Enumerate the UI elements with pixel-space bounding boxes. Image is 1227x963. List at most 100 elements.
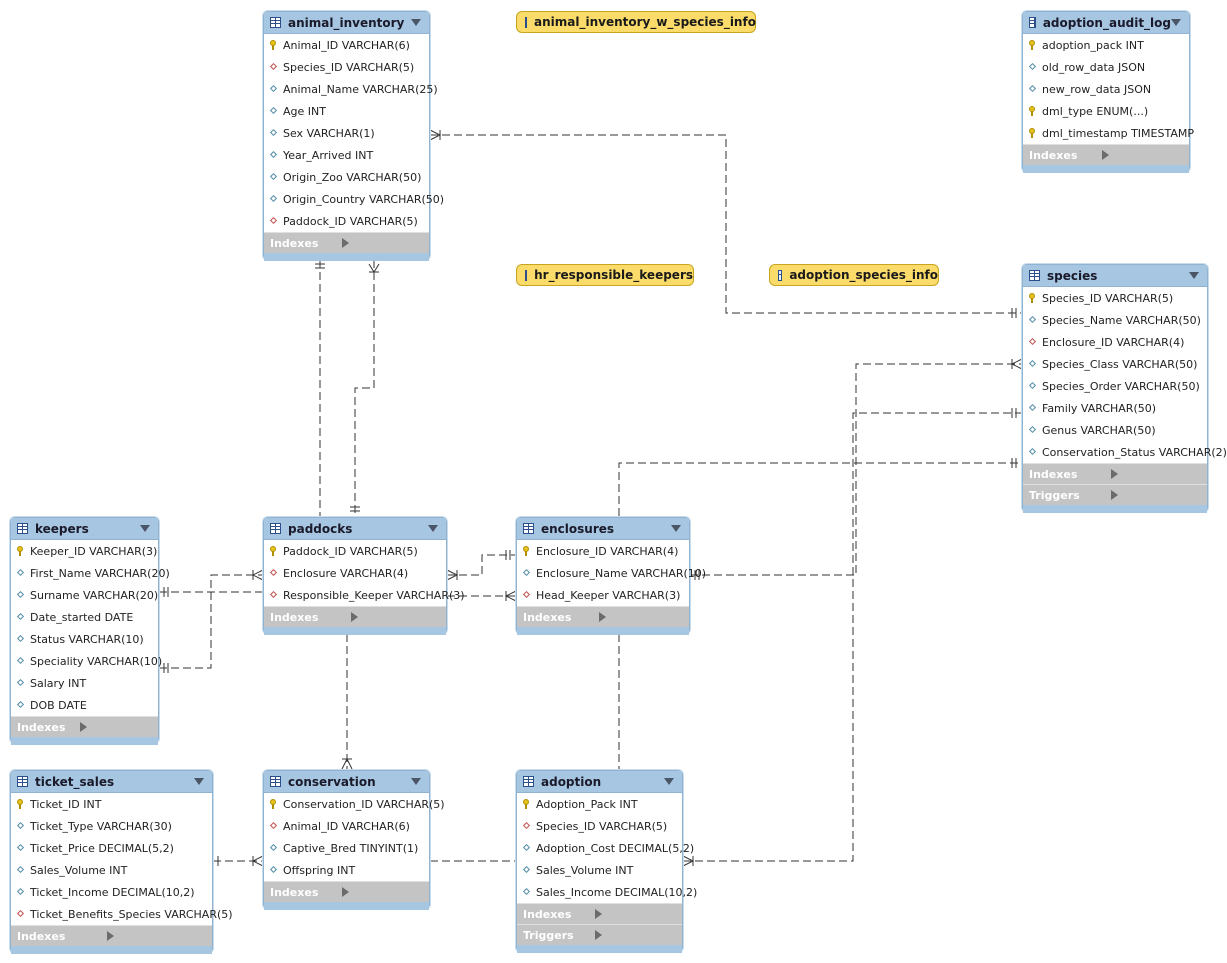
column-row[interactable]: Ticket_Income DECIMAL(10,2) xyxy=(11,881,212,903)
column-row[interactable]: Adoption_Pack INT xyxy=(517,793,682,815)
column-row[interactable]: Sales_Volume INT xyxy=(11,859,212,881)
column-row[interactable]: Enclosure_Name VARCHAR(10) xyxy=(517,562,706,584)
table-adoption[interactable]: adoption Adoption_Pack INT Species_ID VA… xyxy=(516,770,697,953)
column-row[interactable]: Origin_Country VARCHAR(50) xyxy=(264,188,444,210)
collapse-arrow-icon[interactable] xyxy=(1189,272,1199,279)
column-row[interactable]: Conservation_Status VARCHAR(2) xyxy=(1023,441,1227,463)
column-row[interactable]: Offspring INT xyxy=(264,859,429,881)
collapse-arrow-icon[interactable] xyxy=(411,778,421,785)
indexes-section[interactable]: Indexes xyxy=(517,903,682,924)
column-row[interactable]: Paddock_ID VARCHAR(5) xyxy=(264,540,446,562)
collapse-arrow-icon[interactable] xyxy=(664,778,674,785)
expand-arrow-icon[interactable] xyxy=(80,722,150,732)
table-header[interactable]: ticket_sales xyxy=(11,771,212,793)
column-row[interactable]: Enclosure VARCHAR(4) xyxy=(264,562,446,584)
indexes-section[interactable]: Indexes xyxy=(517,606,689,627)
column-row[interactable]: Conservation_ID VARCHAR(5) xyxy=(264,793,445,815)
collapse-arrow-icon[interactable] xyxy=(194,778,204,785)
triggers-section[interactable]: Triggers xyxy=(517,924,682,945)
table-header[interactable]: adoption_audit_log xyxy=(1023,12,1189,34)
expand-arrow-icon[interactable] xyxy=(342,238,421,248)
expand-arrow-icon[interactable] xyxy=(598,612,682,622)
column-row[interactable]: Adoption_Cost DECIMAL(5,2) xyxy=(517,837,694,859)
column-row[interactable]: Animal_ID VARCHAR(6) xyxy=(264,34,429,56)
column-row[interactable]: Genus VARCHAR(50) xyxy=(1023,419,1207,441)
table-adoption-audit-log[interactable]: adoption_audit_log adoption_pack INT old… xyxy=(1022,11,1194,173)
triggers-section[interactable]: Triggers xyxy=(1023,484,1207,505)
column-row[interactable]: Captive_Bred TINYINT(1) xyxy=(264,837,429,859)
expand-arrow-icon[interactable] xyxy=(107,931,204,941)
table-animal-inventory[interactable]: animal_inventory Animal_ID VARCHAR(6) Sp… xyxy=(263,11,444,261)
column-row[interactable]: Keeper_ID VARCHAR(3) xyxy=(11,540,158,562)
column-row[interactable]: Species_Name VARCHAR(50) xyxy=(1023,309,1207,331)
column-row[interactable]: Family VARCHAR(50) xyxy=(1023,397,1207,419)
view-animal-inventory-w-species-info[interactable]: animal_inventory_w_species_info xyxy=(516,11,756,33)
column-row[interactable]: dml_type ENUM(...) xyxy=(1023,100,1189,122)
indexes-section[interactable]: Indexes xyxy=(264,232,429,253)
column-row[interactable]: Sales_Volume INT xyxy=(517,859,682,881)
view-hr-responsible-keepers[interactable]: hr_responsible_keepers xyxy=(516,264,694,286)
column-row[interactable]: Age INT xyxy=(264,100,429,122)
table-paddocks[interactable]: paddocks Paddock_ID VARCHAR(5) Enclosure… xyxy=(263,517,465,635)
indexes-section[interactable]: Indexes xyxy=(11,925,212,946)
column-row[interactable]: Surname VARCHAR(20) xyxy=(11,584,158,606)
collapse-arrow-icon[interactable] xyxy=(411,19,421,26)
indexes-section[interactable]: Indexes xyxy=(264,881,429,902)
column-row[interactable]: Ticket_Type VARCHAR(30) xyxy=(11,815,212,837)
column-row[interactable]: Species_Class VARCHAR(50) xyxy=(1023,353,1207,375)
column-row[interactable]: Animal_Name VARCHAR(25) xyxy=(264,78,438,100)
column-row[interactable]: Ticket_Benefits_Species VARCHAR(5) xyxy=(11,903,233,925)
table-header[interactable]: keepers xyxy=(11,518,158,540)
column-row[interactable]: new_row_data JSON xyxy=(1023,78,1189,100)
column-row[interactable]: DOB DATE xyxy=(11,694,158,716)
column-row[interactable]: Species_ID VARCHAR(5) xyxy=(517,815,682,837)
indexes-section[interactable]: Indexes xyxy=(11,716,158,737)
column-row[interactable]: Salary INT xyxy=(11,672,158,694)
column-row[interactable]: Date_started DATE xyxy=(11,606,158,628)
view-adoption-species-info[interactable]: adoption_species_info xyxy=(769,264,939,286)
column-row[interactable]: dml_timestamp TIMESTAMP xyxy=(1023,122,1194,144)
expand-arrow-icon[interactable] xyxy=(595,930,674,940)
column-row[interactable]: Enclosure_ID VARCHAR(4) xyxy=(1023,331,1207,353)
expand-arrow-icon[interactable] xyxy=(1110,490,1200,500)
table-ticket-sales[interactable]: ticket_sales Ticket_ID INT Ticket_Type V… xyxy=(10,770,233,954)
indexes-section[interactable]: Indexes xyxy=(264,606,446,627)
collapse-arrow-icon[interactable] xyxy=(428,525,438,532)
column-row[interactable]: Year_Arrived INT xyxy=(264,144,429,166)
expand-arrow-icon[interactable] xyxy=(350,612,439,622)
column-row[interactable]: Species_ID VARCHAR(5) xyxy=(264,56,429,78)
table-header[interactable]: species xyxy=(1023,265,1207,287)
column-row[interactable]: Paddock_ID VARCHAR(5) xyxy=(264,210,429,232)
column-row[interactable]: Sales_Income DECIMAL(10,2) xyxy=(517,881,697,903)
column-row[interactable]: Sex VARCHAR(1) xyxy=(264,122,429,144)
table-enclosures[interactable]: enclosures Enclosure_ID VARCHAR(4) Enclo… xyxy=(516,517,706,635)
table-species[interactable]: species Species_ID VARCHAR(5) Species_Na… xyxy=(1022,264,1227,513)
column-row[interactable]: Ticket_ID INT xyxy=(11,793,212,815)
column-row[interactable]: Animal_ID VARCHAR(6) xyxy=(264,815,429,837)
table-header[interactable]: conservation xyxy=(264,771,429,793)
indexes-section[interactable]: Indexes xyxy=(1023,144,1189,165)
column-row[interactable]: old_row_data JSON xyxy=(1023,56,1189,78)
column-row[interactable]: adoption_pack INT xyxy=(1023,34,1189,56)
column-row[interactable]: Status VARCHAR(10) xyxy=(11,628,158,650)
collapse-arrow-icon[interactable] xyxy=(1171,19,1181,26)
column-row[interactable]: Responsible_Keeper VARCHAR(3) xyxy=(264,584,465,606)
table-conservation[interactable]: conservation Conservation_ID VARCHAR(5) … xyxy=(263,770,445,910)
collapse-arrow-icon[interactable] xyxy=(140,525,150,532)
indexes-section[interactable]: Indexes xyxy=(1023,463,1207,484)
column-row[interactable]: Ticket_Price DECIMAL(5,2) xyxy=(11,837,212,859)
expand-arrow-icon[interactable] xyxy=(342,887,421,897)
column-row[interactable]: Species_Order VARCHAR(50) xyxy=(1023,375,1207,397)
expand-arrow-icon[interactable] xyxy=(1101,150,1182,160)
column-row[interactable]: First_Name VARCHAR(20) xyxy=(11,562,170,584)
column-row[interactable]: Enclosure_ID VARCHAR(4) xyxy=(517,540,689,562)
table-header[interactable]: paddocks xyxy=(264,518,446,540)
column-row[interactable]: Origin_Zoo VARCHAR(50) xyxy=(264,166,429,188)
table-header[interactable]: enclosures xyxy=(517,518,689,540)
table-header[interactable]: animal_inventory xyxy=(264,12,429,34)
collapse-arrow-icon[interactable] xyxy=(671,525,681,532)
column-row[interactable]: Speciality VARCHAR(10) xyxy=(11,650,162,672)
column-row[interactable]: Head_Keeper VARCHAR(3) xyxy=(517,584,689,606)
column-row[interactable]: Species_ID VARCHAR(5) xyxy=(1023,287,1207,309)
table-header[interactable]: adoption xyxy=(517,771,682,793)
